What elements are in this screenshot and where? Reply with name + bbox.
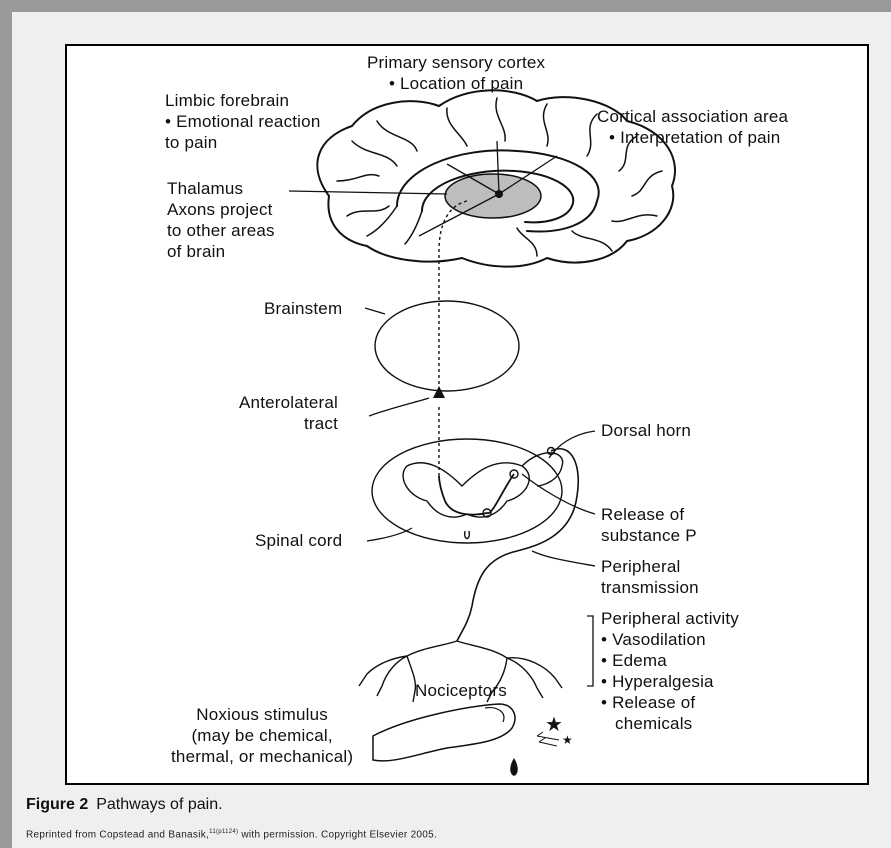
diagram-drawing: ★ ★: [67, 46, 867, 783]
label-release-substance-p: Release of substance P: [601, 504, 697, 546]
brainstem-oval: [375, 301, 519, 391]
peripheral-neuron: [457, 449, 578, 641]
star-icon: ★: [545, 712, 563, 736]
label-cortical-association: Cortical association area • Interpretati…: [597, 106, 788, 148]
tract-arrowhead: [433, 386, 445, 398]
leader-thalamus: [289, 191, 447, 194]
label-dorsal-horn: Dorsal horn: [601, 420, 691, 441]
figure-title: Pathways of pain.: [96, 796, 222, 813]
label-limbic-forebrain: Limbic forebrain • Emotional reaction to…: [165, 90, 320, 153]
label-brainstem: Brainstem: [264, 298, 342, 319]
figure-panel: ★ ★ Primary sensory cortex • Location of…: [12, 12, 891, 848]
figure-number: Figure 2: [26, 796, 88, 813]
pain-pathway-diagram: ★ ★ Primary sensory cortex • Location of…: [65, 44, 869, 785]
leader-peripheral: [532, 551, 595, 566]
label-peripheral-activity: Peripheral activity • Vasodilation • Ede…: [601, 608, 739, 734]
drop-icon: [510, 758, 518, 776]
credit-prefix: Reprinted from Copstead and Banasik,: [26, 829, 209, 840]
spinal-cord-outline: [372, 439, 562, 543]
leader-brainstem: [365, 308, 385, 314]
label-anterolateral-tract: Anterolateral tract: [239, 392, 338, 434]
anterolateral-tract: [439, 201, 467, 476]
label-spinal-cord: Spinal cord: [255, 530, 342, 551]
label-primary-sensory-cortex: Primary sensory cortex • Location of pai…: [367, 52, 545, 94]
cerebellum-lines: [367, 206, 422, 244]
central-canal: [465, 531, 470, 539]
leader-substance-p: [522, 474, 595, 514]
small-star-icon: ★: [562, 733, 573, 747]
grey-matter: [403, 463, 529, 517]
bracket-peripheral-activity: [587, 616, 593, 686]
finger: [373, 704, 515, 761]
thalamus: [445, 174, 541, 218]
fingernail: [485, 708, 504, 722]
label-noxious-stimulus: Noxious stimulus (may be chemical, therm…: [171, 704, 353, 767]
label-thalamus: Thalamus Axons project to other areas of…: [167, 178, 275, 262]
credit-refs: 11(p1124): [209, 829, 238, 835]
label-peripheral-transmission: Peripheral transmission: [601, 556, 699, 598]
dorsal-root: [522, 453, 563, 486]
second-order-neuron: [439, 474, 514, 515]
credit-suffix: with permission. Copyright Elsevier 2005…: [238, 829, 437, 840]
figure-credit: Reprinted from Copstead and Banasik,11(p…: [26, 829, 437, 840]
figure-caption: Figure 2 Pathways of pain.: [26, 796, 223, 814]
leader-anterolateral: [369, 398, 429, 416]
label-nociceptors: Nociceptors: [415, 680, 507, 701]
